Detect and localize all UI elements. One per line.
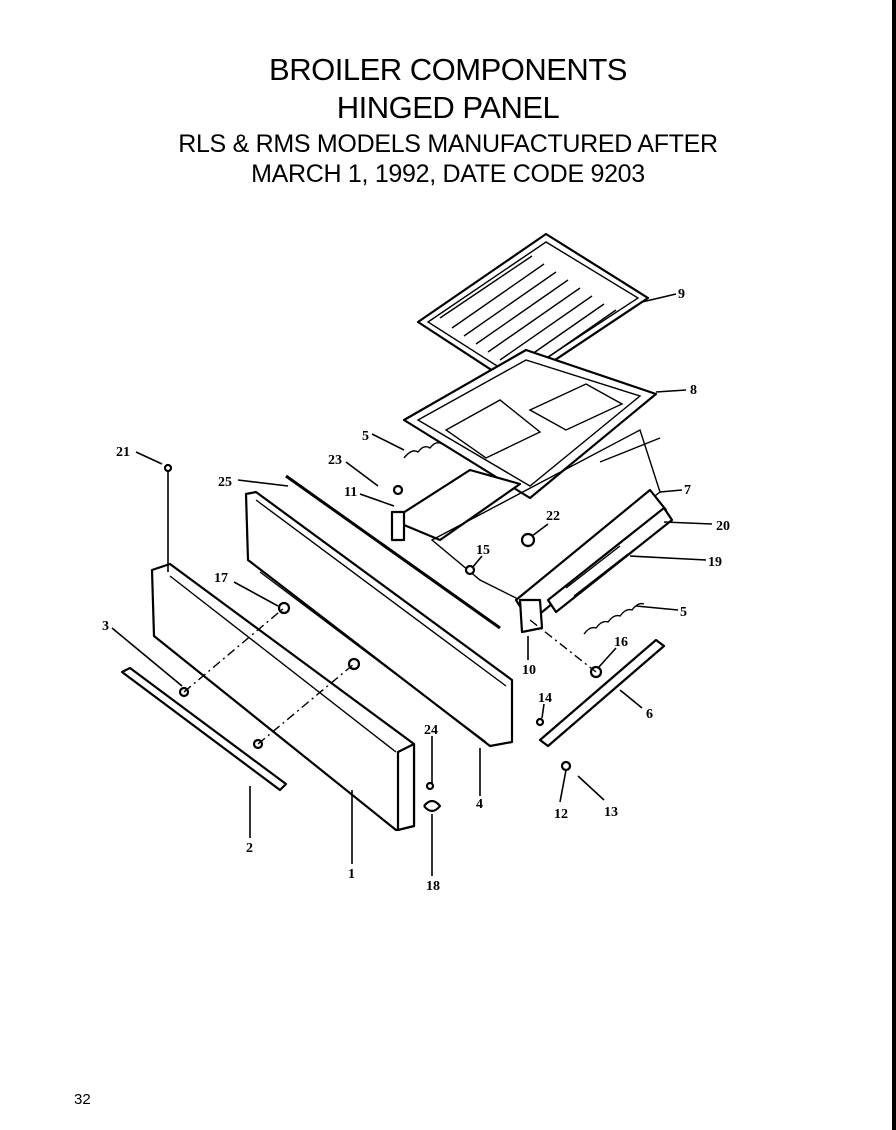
callout-8: 8 xyxy=(690,383,697,398)
callout-20: 20 xyxy=(716,519,730,534)
callout-10: 10 xyxy=(522,663,536,678)
callout-7: 7 xyxy=(684,483,691,498)
callout-18: 18 xyxy=(426,879,440,894)
callout-6: 6 xyxy=(646,707,653,722)
handle-part xyxy=(120,666,288,792)
page-edge xyxy=(892,0,896,1130)
callout-23: 23 xyxy=(328,453,342,468)
broiler-grid-part xyxy=(416,232,650,388)
callout-22: 22 xyxy=(546,509,560,524)
callout-15: 15 xyxy=(476,543,490,558)
rod-part xyxy=(285,474,501,630)
callout-3: 3 xyxy=(102,619,109,634)
inner-panel-part xyxy=(244,490,514,748)
callout-labels: 9 8 5 23 11 21 25 7 20 19 5 22 15 17 3 1… xyxy=(102,287,730,894)
callout-25: 25 xyxy=(218,475,232,490)
hardware-parts xyxy=(163,463,603,813)
leader-lines xyxy=(111,293,713,876)
title-line-2: HINGED PANEL xyxy=(336,90,560,125)
callout-17: 17 xyxy=(214,571,228,586)
door-panel-part xyxy=(150,562,416,832)
callout-2: 2 xyxy=(246,841,253,856)
page-number: 32 xyxy=(74,1091,91,1108)
callout-11: 11 xyxy=(344,485,357,500)
callout-21: 21 xyxy=(116,445,130,460)
callout-9: 9 xyxy=(678,287,685,302)
callout-1: 1 xyxy=(348,867,355,882)
callout-4: 4 xyxy=(476,797,483,812)
subtitle-line-2: MARCH 1, 1992, DATE CODE 9203 xyxy=(251,160,645,188)
hinge-bracket-part xyxy=(538,638,666,748)
callout-14: 14 xyxy=(538,691,552,706)
callout-5b: 5 xyxy=(680,605,687,620)
subtitle-line-1: RLS & RMS MODELS MANUFACTURED AFTER xyxy=(178,130,718,158)
callout-13: 13 xyxy=(604,805,618,820)
callout-5a: 5 xyxy=(362,429,369,444)
broiler-frame-part xyxy=(390,428,674,634)
callout-12: 12 xyxy=(554,807,568,822)
callout-16: 16 xyxy=(614,635,628,650)
spring-part xyxy=(403,441,645,635)
broiler-pan-part xyxy=(402,348,658,500)
callout-24: 24 xyxy=(424,723,438,738)
title-line-1: BROILER COMPONENTS xyxy=(269,52,627,87)
callout-19: 19 xyxy=(708,555,722,570)
alignment-lines xyxy=(183,607,597,745)
